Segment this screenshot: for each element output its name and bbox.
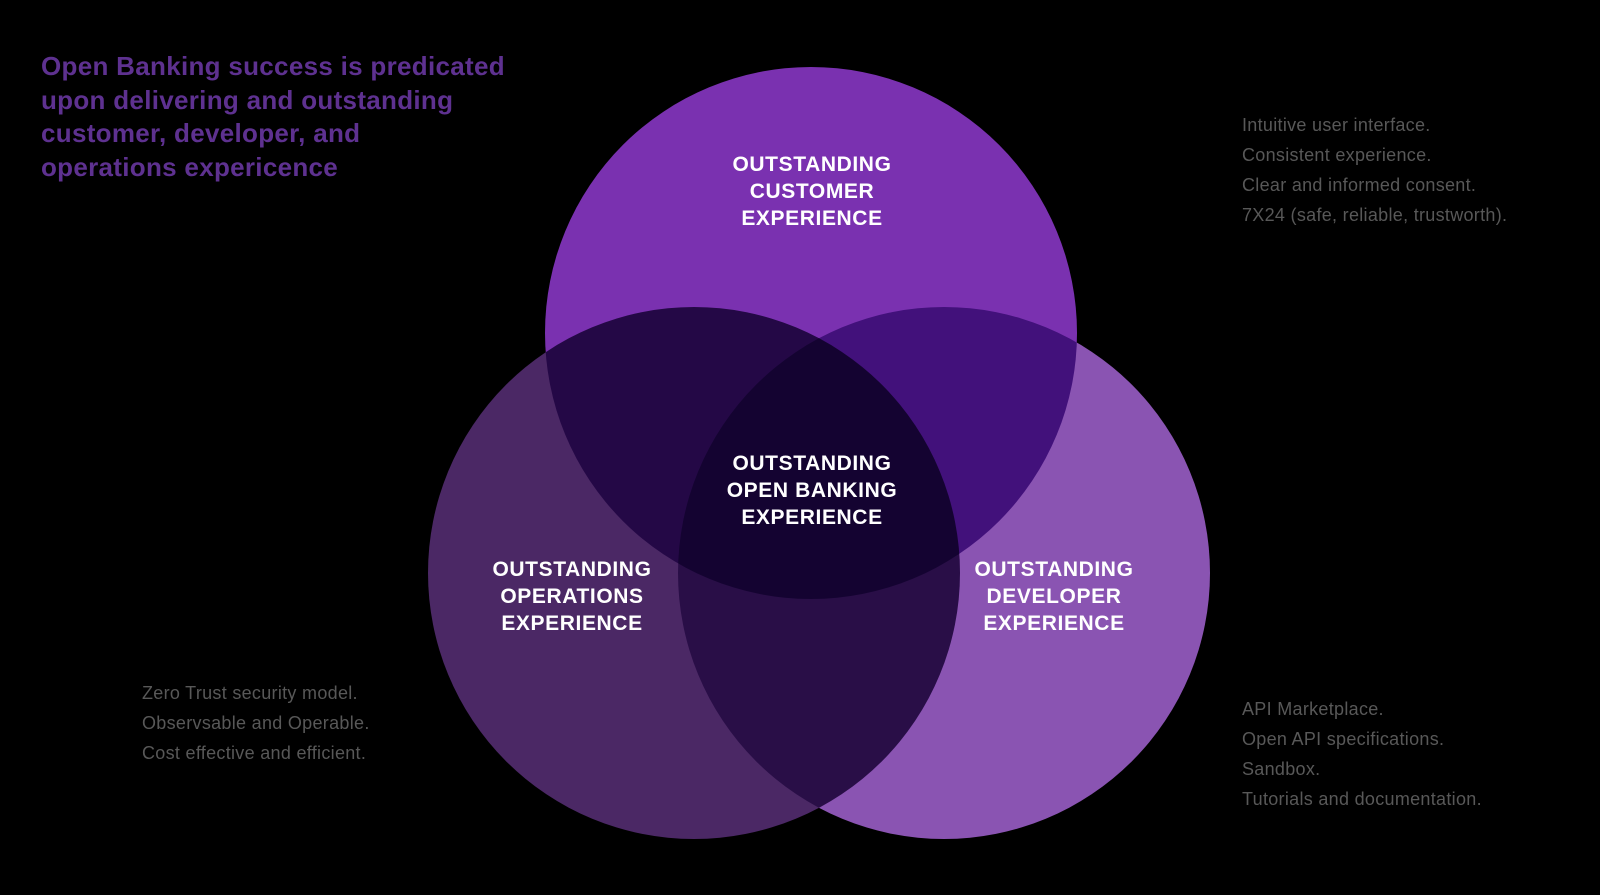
annotation-line: Open API specifications. (1242, 729, 1445, 749)
label-line: OPEN BANKING (726, 479, 898, 502)
headline-line: operations expericence (41, 151, 339, 182)
operations-circle-label: OUTSTANDING OPERATIONS EXPERIENCE (412, 556, 732, 637)
annotation-line: Tutorials and documentation. (1242, 789, 1482, 809)
headline-line: customer, developer, and (41, 118, 361, 148)
headline-line: upon delivering and outstanding (41, 84, 454, 115)
annotation-line: 7X24 (safe, reliable, trustworth). (1242, 205, 1508, 225)
headline-line: Open Banking success is predicated (41, 51, 505, 81)
label-line: OUTSTANDING (732, 153, 892, 176)
annotation-line: Intuitive user interface. (1242, 115, 1431, 135)
annotation-line: Consistent experience. (1242, 145, 1432, 165)
label-line: CUSTOMER (749, 180, 875, 203)
annotation-line: Cost effective and efficient. (142, 743, 367, 763)
label-line: OPERATIONS (500, 585, 644, 608)
annotation-line: Zero Trust security model. (142, 683, 358, 703)
label-line: EXPERIENCE (741, 506, 883, 529)
headline: Open Banking success is predicated upon … (41, 50, 505, 184)
label-line: EXPERIENCE (741, 207, 883, 230)
developer-annotation: API Marketplace. Open API specifications… (1242, 694, 1482, 814)
label-line: OUTSTANDING (492, 558, 652, 581)
annotation-line: Observsable and Operable. (142, 713, 370, 733)
annotation-line: API Marketplace. (1242, 699, 1384, 719)
label-line: OUTSTANDING (974, 558, 1134, 581)
developer-circle (678, 307, 1210, 839)
annotation-line: Clear and informed consent. (1242, 175, 1477, 195)
center-overlap-label: OUTSTANDING OPEN BANKING EXPERIENCE (652, 450, 972, 531)
label-line: EXPERIENCE (501, 612, 643, 635)
label-line: EXPERIENCE (983, 612, 1125, 635)
customer-circle-label: OUTSTANDING CUSTOMER EXPERIENCE (652, 151, 972, 232)
operations-annotation: Zero Trust security model. Observsable a… (142, 678, 370, 768)
developer-circle-label: OUTSTANDING DEVELOPER EXPERIENCE (894, 556, 1214, 637)
annotation-line: Sandbox. (1242, 759, 1321, 779)
label-line: OUTSTANDING (732, 452, 892, 475)
label-line: DEVELOPER (986, 585, 1122, 608)
customer-annotation: Intuitive user interface. Consistent exp… (1242, 110, 1507, 230)
